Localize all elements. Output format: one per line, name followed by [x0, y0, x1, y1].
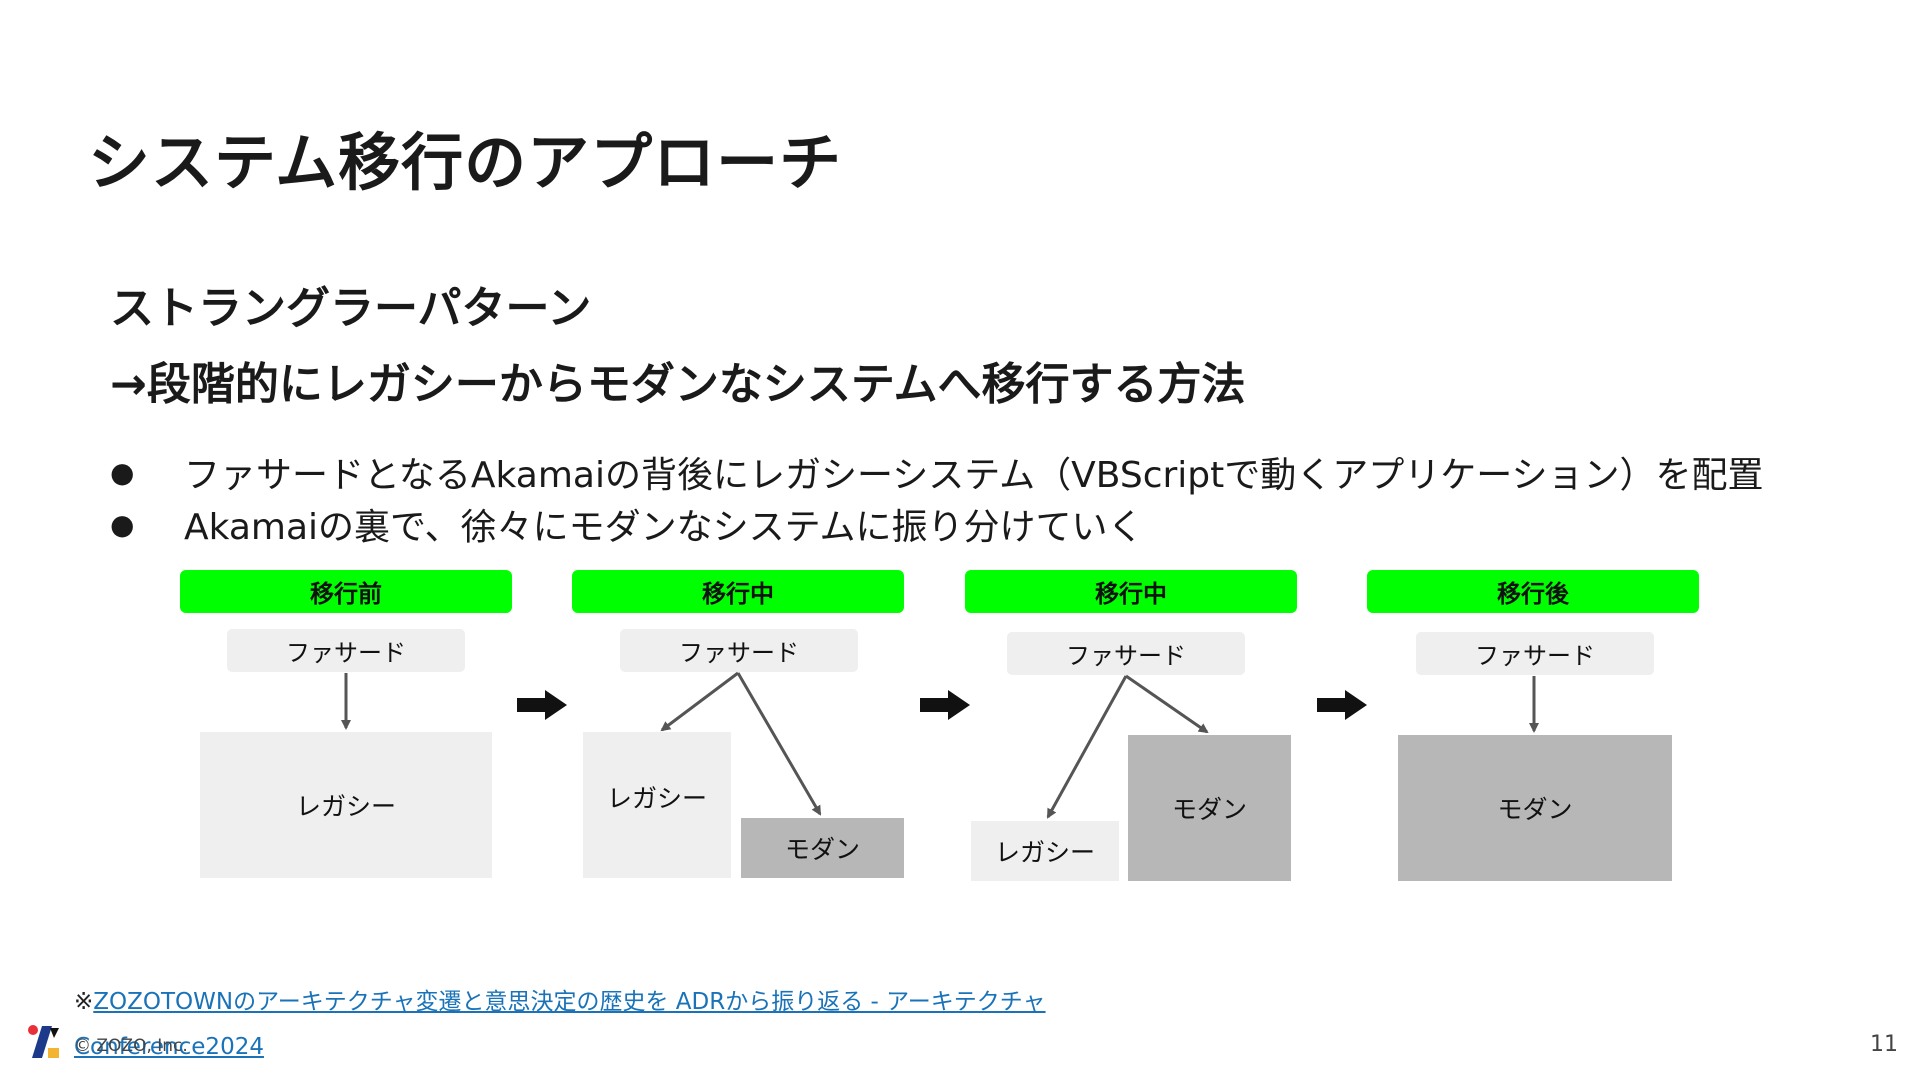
note-mark: ※	[74, 989, 94, 1015]
bullet-text: ファサードとなるAkamaiの背後にレガシーシステム（VBScriptで動くアプ…	[184, 455, 1764, 496]
stage-header-during-2: 移行中	[965, 570, 1297, 613]
facade-to-modern-arrow	[736, 672, 822, 816]
stage-header-during-1: 移行中	[572, 570, 904, 613]
reference-link[interactable]: ZOZOTOWNのアーキテクチャ変遷と意思決定の歴史を ADRから振り返る - …	[74, 989, 1046, 1060]
legacy-system-box: レガシー	[971, 821, 1119, 881]
modern-system-box: モダン	[1128, 735, 1291, 881]
copyright: © ZOZO, Inc.	[74, 1036, 188, 1056]
zozo-logo-icon	[28, 1025, 59, 1058]
facade-box: ファサード	[620, 629, 858, 672]
bullet-text: Akamaiの裏で、徐々にモダンなシステムに振り分けていく	[184, 507, 1144, 548]
slide-title: システム移行のアプローチ	[88, 126, 843, 199]
page-number: 11	[1870, 1032, 1898, 1057]
facade-box: ファサード	[1416, 632, 1654, 675]
facade-to-legacy-arrow	[660, 671, 739, 732]
bullet-item: ● Akamaiの裏で、徐々にモダンなシステムに振り分けていく	[110, 498, 1144, 550]
facade-box: ファサード	[1007, 632, 1245, 675]
legacy-system-box: レガシー	[200, 732, 492, 878]
stage-transition-arrow-2	[920, 690, 970, 720]
facade-box: ファサード	[227, 629, 465, 672]
modern-system-box: モダン	[741, 818, 904, 878]
bullet-dot: ●	[110, 455, 135, 489]
bullet-dot: ●	[110, 507, 135, 541]
subtitle-pattern-name: ストラングラーパターン	[110, 283, 592, 334]
stage-header-after: 移行後	[1367, 570, 1699, 613]
reference-footnote: ※ZOZOTOWNのアーキテクチャ変遷と意思決定の歴史を ADRから振り返る -…	[74, 980, 1124, 1070]
legacy-system-box: レガシー	[583, 732, 731, 878]
legacy-label: レガシー	[606, 784, 707, 813]
subtitle-description: →段階的にレガシーからモダンなシステムへ移行する方法	[110, 359, 1246, 410]
stage-transition-arrow-3	[1317, 690, 1367, 720]
facade-to-legacy-arrow	[1046, 675, 1128, 819]
modern-system-box: モダン	[1398, 735, 1672, 881]
stage-header-before: 移行前	[180, 570, 512, 613]
bullet-item: ● ファサードとなるAkamaiの背後にレガシーシステム（VBScriptで動く…	[110, 446, 1764, 498]
facade-to-modern-arrow	[1125, 674, 1209, 734]
stage-transition-arrow-1	[517, 690, 567, 720]
